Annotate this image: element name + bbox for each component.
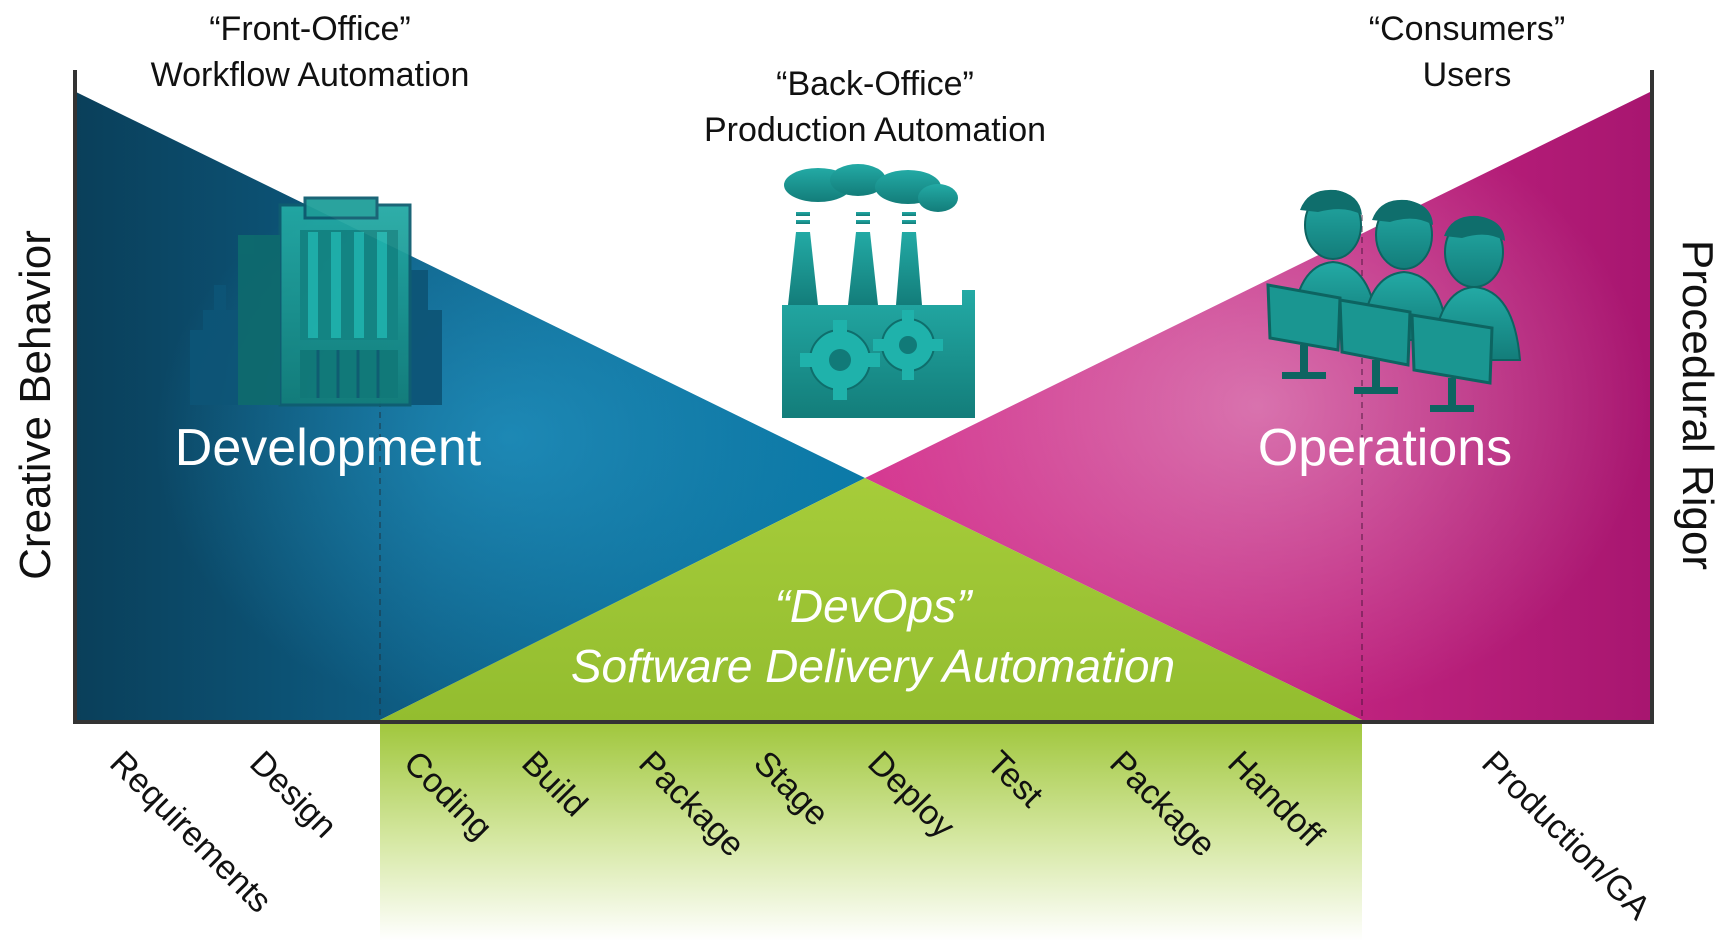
users-at-computers-icon bbox=[1266, 189, 1522, 412]
devops-subtitle: Software Delivery Automation bbox=[571, 640, 1175, 692]
back-office-line1: “Back-Office” bbox=[776, 65, 974, 103]
devops-region bbox=[380, 478, 1362, 720]
factory-gears-icon bbox=[782, 164, 975, 418]
front-office-label: “Front-Office” Workflow Automation bbox=[151, 10, 470, 94]
consumers-label: “Consumers” Users bbox=[1369, 10, 1565, 94]
office-building-icon bbox=[190, 196, 442, 407]
stage-label-production-ga: Production/GA bbox=[1474, 744, 1657, 927]
left-axis-label: Creative Behavior bbox=[11, 230, 60, 580]
consumers-line2: Users bbox=[1423, 56, 1512, 94]
operations-label: Operations bbox=[1258, 419, 1512, 477]
consumers-line1: “Consumers” bbox=[1369, 10, 1565, 48]
devops-title: “DevOps” bbox=[775, 580, 974, 632]
front-office-line1: “Front-Office” bbox=[209, 10, 411, 48]
devops-stage-band bbox=[380, 720, 1362, 941]
back-office-label: “Back-Office” Production Automation bbox=[704, 65, 1046, 149]
back-office-line2: Production Automation bbox=[704, 111, 1046, 149]
stage-label-design: Design bbox=[242, 744, 344, 846]
front-office-line2: Workflow Automation bbox=[151, 56, 470, 94]
development-label: Development bbox=[175, 419, 482, 477]
right-axis-label: Procedural Rigor bbox=[1673, 240, 1722, 570]
